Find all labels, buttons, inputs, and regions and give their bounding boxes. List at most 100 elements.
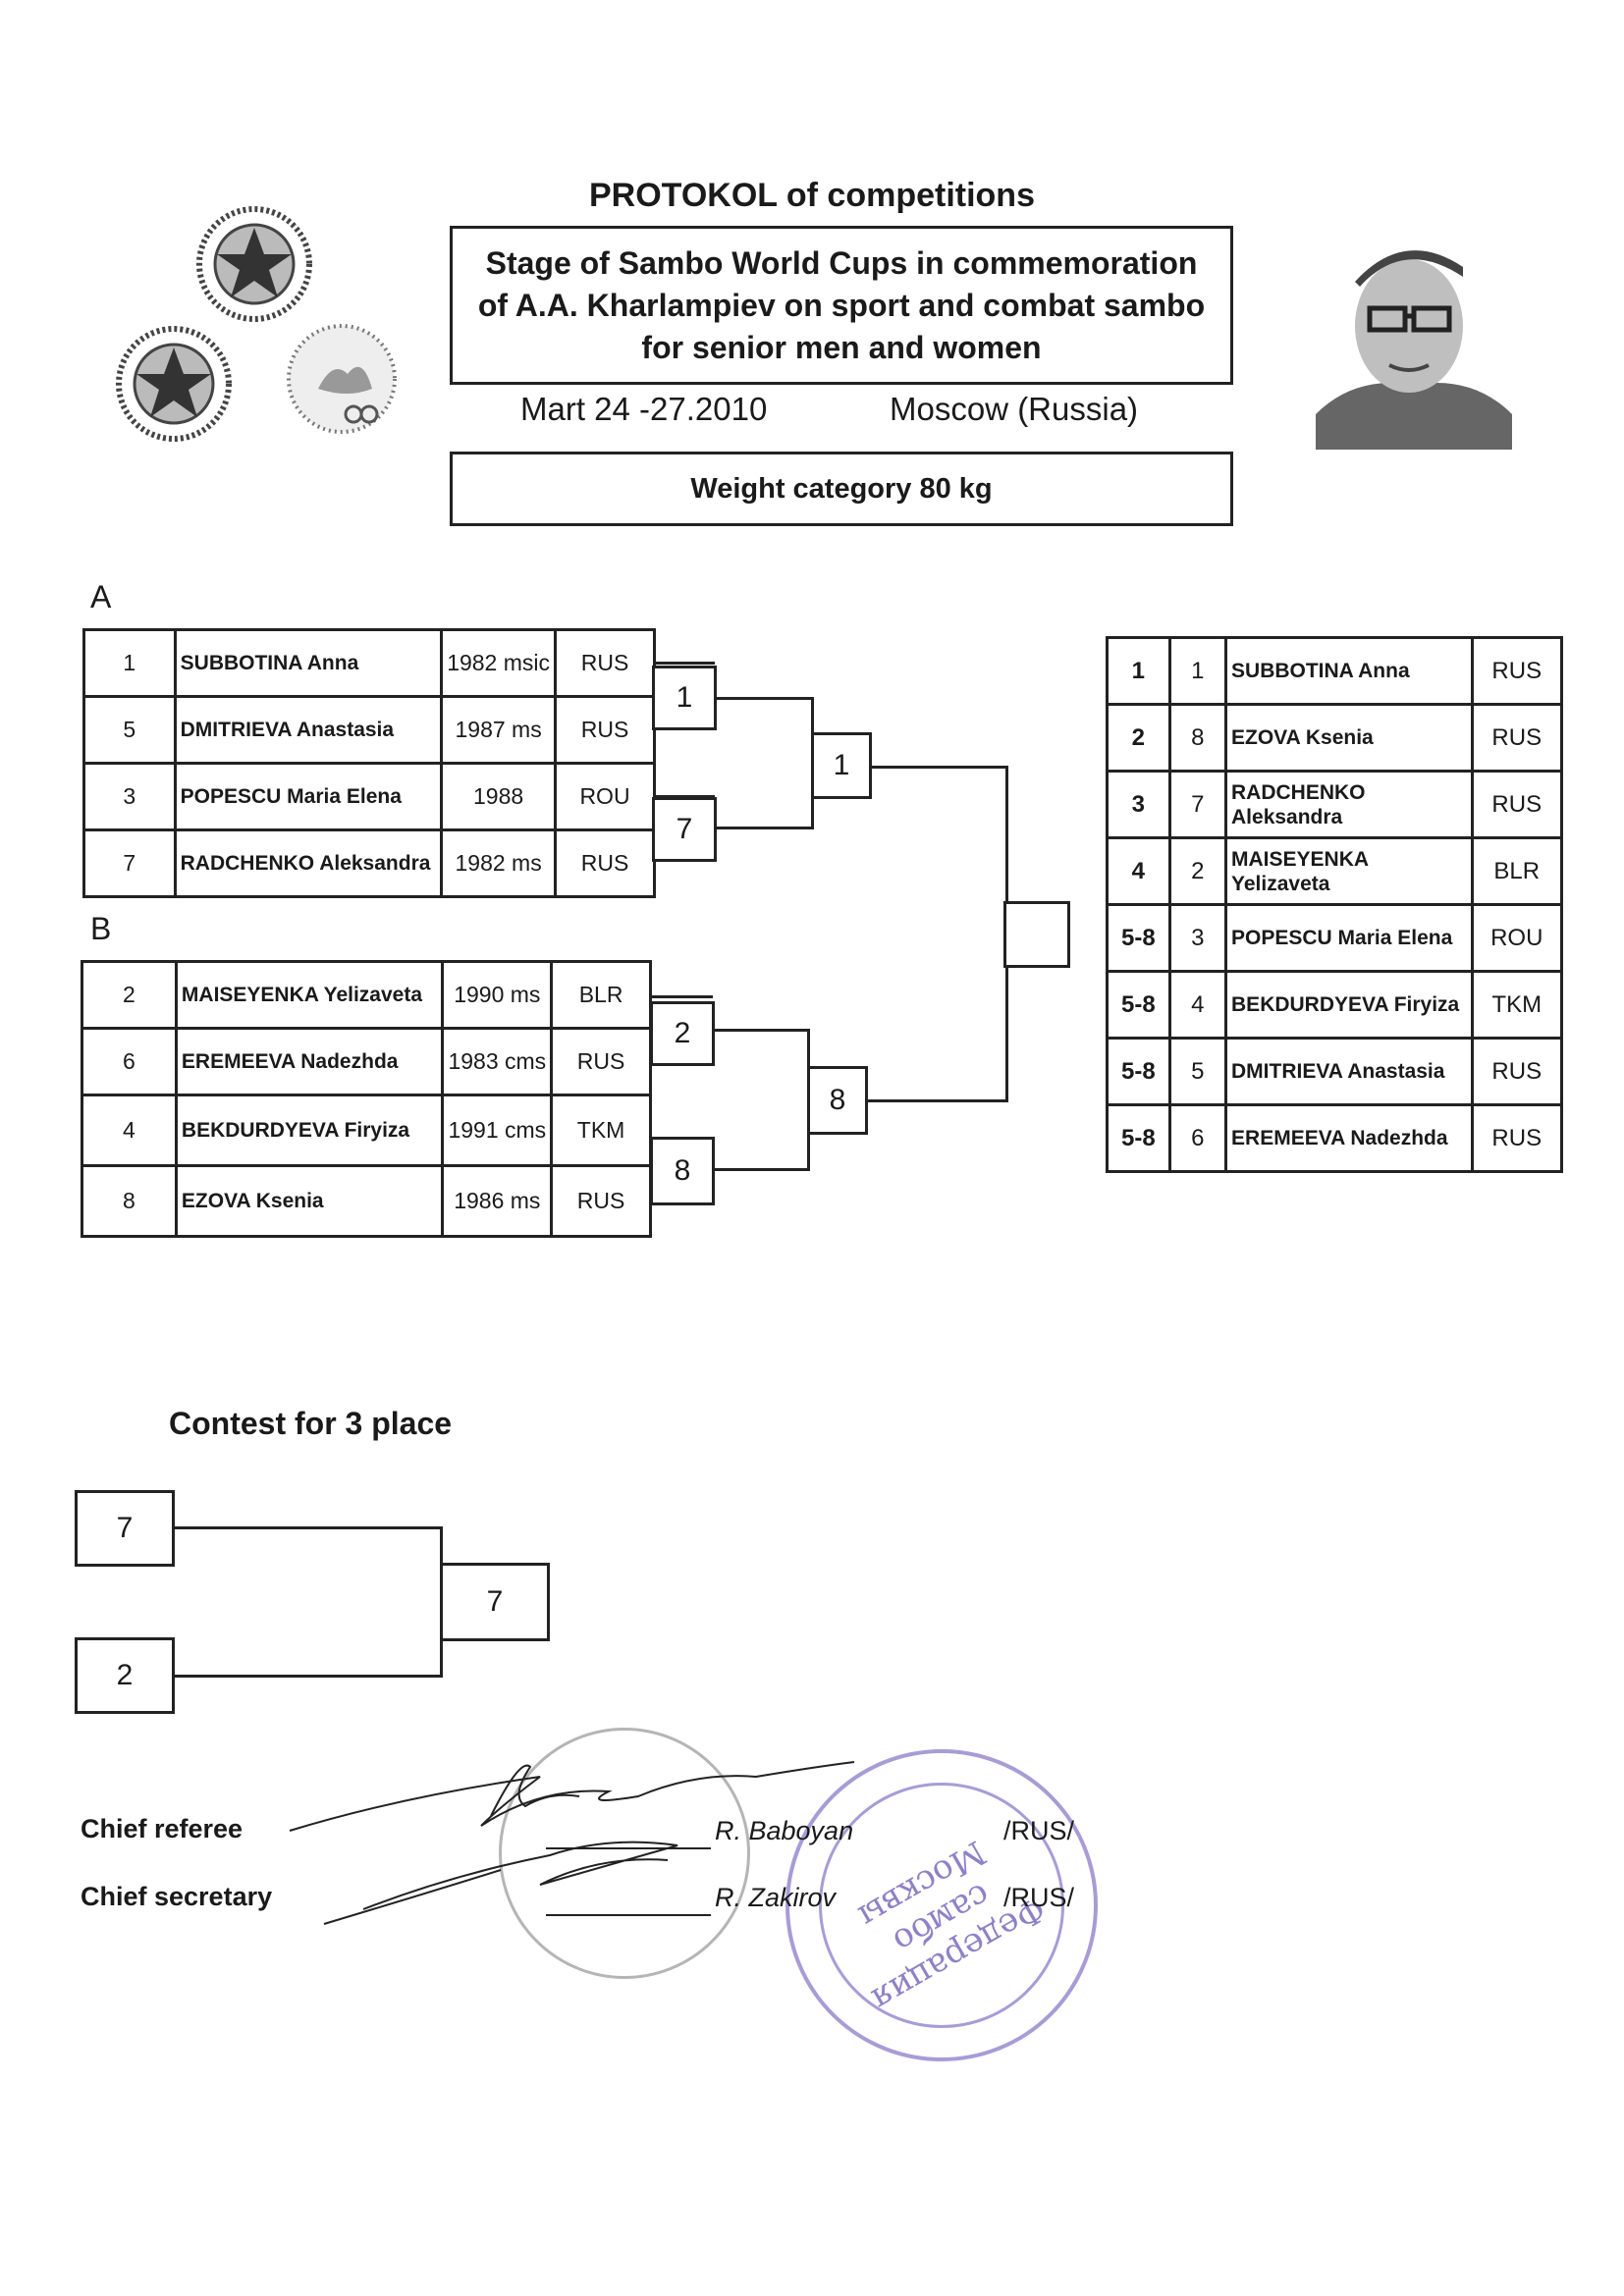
- pool-b-table: 2 MAISEYENKA Yelizaveta 1990 ms BLR 6 ER…: [81, 960, 652, 1238]
- athlete-name: POPESCU Maria Elena: [1224, 903, 1474, 973]
- draw-number: 8: [1167, 703, 1228, 773]
- birth-year-rank: 1991 cms: [441, 1094, 554, 1167]
- final-winner-box: [1003, 901, 1070, 968]
- document-title: PROTOKOL of competitions: [589, 177, 1035, 214]
- birth-year-rank: 1990 ms: [441, 960, 554, 1030]
- handwritten-signatures: [289, 1761, 855, 1925]
- table-row: 7 RADCHENKO Aleksandra 1982 ms RUS: [82, 828, 656, 898]
- draw-number: 1: [82, 628, 177, 698]
- weight-category-box: Weight category 80 kg: [450, 452, 1233, 526]
- table-row: 6 EREMEEVA Nadezhda 1983 cms RUS: [81, 1027, 652, 1096]
- table-row: 2 MAISEYENKA Yelizaveta 1990 ms BLR: [81, 960, 652, 1030]
- event-title-line-2: of A.A. Kharlampiev on sport and combat …: [477, 288, 1206, 323]
- wrestlers-emblem: [287, 324, 397, 434]
- pool-a-label: A: [90, 579, 112, 614]
- birth-year-rank: 1986 ms: [441, 1164, 554, 1238]
- athlete-name: RADCHENKO Aleksandra: [173, 828, 444, 898]
- bracket-line: [715, 697, 813, 700]
- table-row: 4 BEKDURDYEVA Firyiza 1991 cms TKM: [81, 1094, 652, 1167]
- draw-number: 1: [1167, 636, 1228, 706]
- bracket-line: [713, 1168, 809, 1171]
- chief-secretary-label: Chief secretary: [81, 1882, 273, 1911]
- pool-a-table: 1 SUBBOTINA Anna 1982 msic RUS 5 DMITRIE…: [82, 628, 656, 898]
- country-code: RUS: [1470, 1103, 1563, 1173]
- draw-number: 7: [1167, 770, 1228, 839]
- country-code: RUS: [550, 1027, 652, 1096]
- table-row: 3 POPESCU Maria Elena 1988 ROU: [82, 762, 656, 831]
- semifinal-winner-box: 8: [807, 1066, 868, 1135]
- country-code: RUS: [554, 628, 656, 698]
- bout-winner-box: 2: [650, 1001, 715, 1066]
- country-code: RUS: [550, 1164, 652, 1238]
- table-row: 1 1 SUBBOTINA Anna RUS: [1106, 636, 1563, 706]
- place: 5-8: [1106, 1103, 1171, 1173]
- country-code: TKM: [550, 1094, 652, 1167]
- bracket-line: [654, 662, 715, 665]
- place: 5-8: [1106, 1037, 1171, 1106]
- draw-number: 6: [1167, 1103, 1228, 1173]
- athlete-name: POPESCU Maria Elena: [173, 762, 444, 831]
- bracket-line: [652, 995, 713, 998]
- athlete-name: RADCHENKO Aleksandra: [1224, 770, 1474, 839]
- country-code: RUS: [1470, 636, 1563, 706]
- federation-stamp: Федерация самбо Москвы: [785, 1749, 1098, 2061]
- country-code: BLR: [550, 960, 652, 1030]
- pool-b-label: B: [90, 911, 112, 946]
- table-row: 8 EZOVA Ksenia 1986 ms RUS: [81, 1164, 652, 1238]
- chief-referee-label: Chief referee: [81, 1814, 244, 1843]
- birth-year-rank: 1982 ms: [440, 828, 558, 898]
- semifinal-winner-box: 1: [811, 732, 872, 799]
- bracket-line: [713, 1029, 809, 1032]
- draw-number: 3: [1167, 903, 1228, 973]
- bracket-line: [715, 827, 813, 829]
- birth-year-rank: 1987 ms: [440, 695, 558, 765]
- table-row: 5-8 6 EREMEEVA Nadezhda RUS: [1106, 1103, 1563, 1173]
- grey-stamp: [499, 1728, 750, 1979]
- kharlampiev-portrait: [1316, 228, 1512, 450]
- birth-year-rank: 1988: [440, 762, 558, 831]
- athlete-name: DMITRIEVA Anastasia: [1224, 1037, 1474, 1106]
- bracket-line: [654, 795, 715, 798]
- event-title-line-3: for senior men and women: [641, 330, 1042, 365]
- country-code: ROU: [1470, 903, 1563, 973]
- bracket-line: [173, 1675, 442, 1678]
- bracket-line: [866, 1099, 1008, 1102]
- athlete-name: EZOVA Ksenia: [174, 1164, 445, 1238]
- table-row: 1 SUBBOTINA Anna 1982 msic RUS: [82, 628, 656, 698]
- country-code: RUS: [1470, 770, 1563, 839]
- athlete-name: DMITRIEVA Anastasia: [173, 695, 444, 765]
- place: 2: [1106, 703, 1171, 773]
- athlete-name: MAISEYENKA Yelizaveta: [174, 960, 445, 1030]
- event-title-box: Stage of Sambo World Cups in commemorati…: [450, 226, 1233, 385]
- bout-winner-box: 7: [652, 797, 717, 862]
- federation-emblem-left: [116, 326, 232, 442]
- draw-number: 5: [1167, 1037, 1228, 1106]
- athlete-name: EREMEEVA Nadezhda: [174, 1027, 445, 1096]
- third-place-contestant-bottom: 2: [75, 1637, 175, 1714]
- place: 5-8: [1106, 970, 1171, 1040]
- country-code: ROU: [554, 762, 656, 831]
- country-code: RUS: [554, 695, 656, 765]
- federation-emblem-top: [196, 206, 312, 322]
- draw-number: 4: [81, 1094, 178, 1167]
- country-code: BLR: [1470, 836, 1563, 906]
- country-code: TKM: [1470, 970, 1563, 1040]
- draw-number: 8: [81, 1164, 178, 1238]
- table-row: 5-8 3 POPESCU Maria Elena ROU: [1106, 903, 1563, 973]
- third-place-title: Contest for 3 place: [169, 1406, 453, 1441]
- event-dates: Mart 24 -27.2010: [520, 391, 768, 427]
- table-row: 2 8 EZOVA Ksenia RUS: [1106, 703, 1563, 773]
- athlete-name: EREMEEVA Nadezhda: [1224, 1103, 1474, 1173]
- athlete-name: SUBBOTINA Anna: [1224, 636, 1474, 706]
- bout-winner-box: 1: [652, 666, 717, 730]
- draw-number: 7: [82, 828, 177, 898]
- place: 4: [1106, 836, 1171, 906]
- draw-number: 6: [81, 1027, 178, 1096]
- place: 1: [1106, 636, 1171, 706]
- signature-line: [546, 1914, 711, 1916]
- bracket-line: [173, 1526, 442, 1529]
- chief-referee-country: /RUS/: [1003, 1816, 1075, 1845]
- country-code: RUS: [1470, 703, 1563, 773]
- table-row: 5 DMITRIEVA Anastasia 1987 ms RUS: [82, 695, 656, 765]
- bracket-line: [870, 766, 1007, 769]
